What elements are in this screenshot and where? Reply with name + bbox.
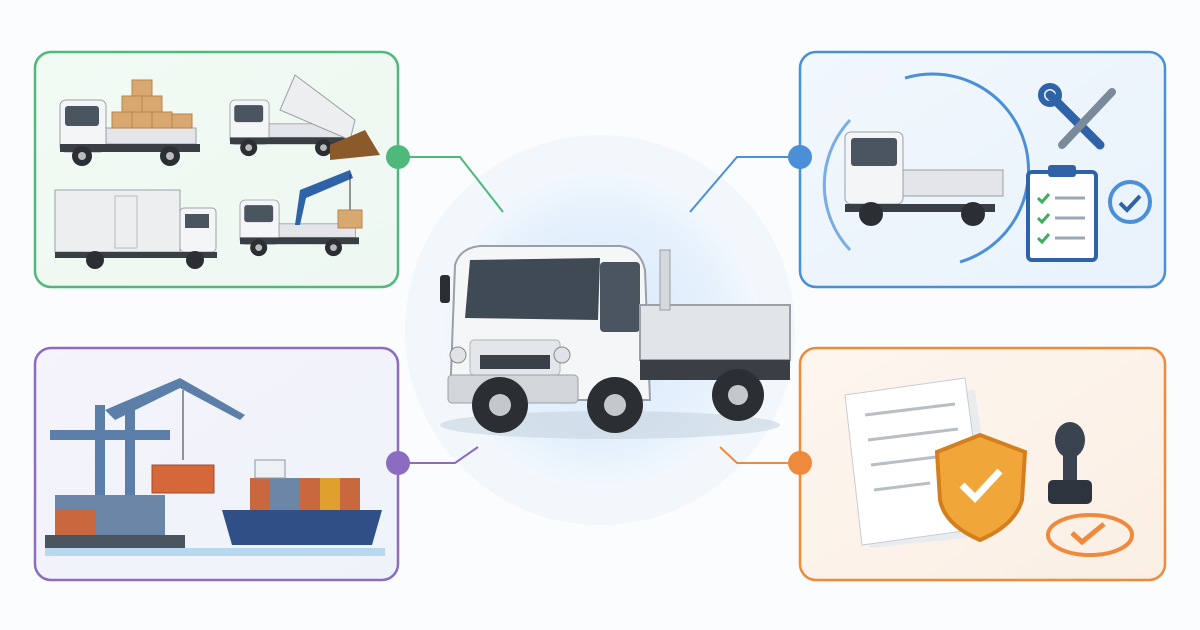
connector-dot-compliance — [788, 451, 812, 475]
connector-logistics — [398, 446, 479, 464]
center-truck-icon — [440, 245, 791, 439]
panel-compliance[interactable] — [798, 346, 1167, 582]
connector-compliance — [719, 446, 800, 464]
connector-dot-fleet — [386, 145, 410, 169]
connector-maintenance — [689, 156, 800, 213]
dump-truck-icon — [229, 74, 380, 160]
panel-port-logistics[interactable] — [33, 346, 400, 582]
container-stack — [45, 495, 185, 550]
check-circle-icon — [1108, 180, 1152, 224]
panel-truck-types[interactable] — [33, 50, 400, 289]
connector-fleet — [398, 156, 504, 213]
connector-dot-maintenance — [788, 145, 812, 169]
truck-icon — [844, 131, 1004, 226]
approved-check-icon — [1046, 513, 1134, 557]
shield-check-icon — [934, 432, 1028, 543]
panel-maintenance[interactable] — [798, 50, 1167, 289]
connector-dot-logistics — [386, 451, 410, 475]
progress-arc — [904, 72, 1031, 264]
port-crane-icon — [50, 378, 245, 535]
wrench-screwdriver-icon — [1038, 83, 1116, 150]
stamp-icon — [1048, 422, 1092, 504]
crane-truck-icon — [239, 170, 363, 257]
cargo-ship-icon — [45, 459, 385, 556]
shipping-container-icon — [151, 464, 215, 494]
box-truck-icon — [54, 189, 217, 269]
flatbed-truck-icon — [59, 79, 201, 167]
checklist-clipboard-icon — [1026, 165, 1098, 262]
